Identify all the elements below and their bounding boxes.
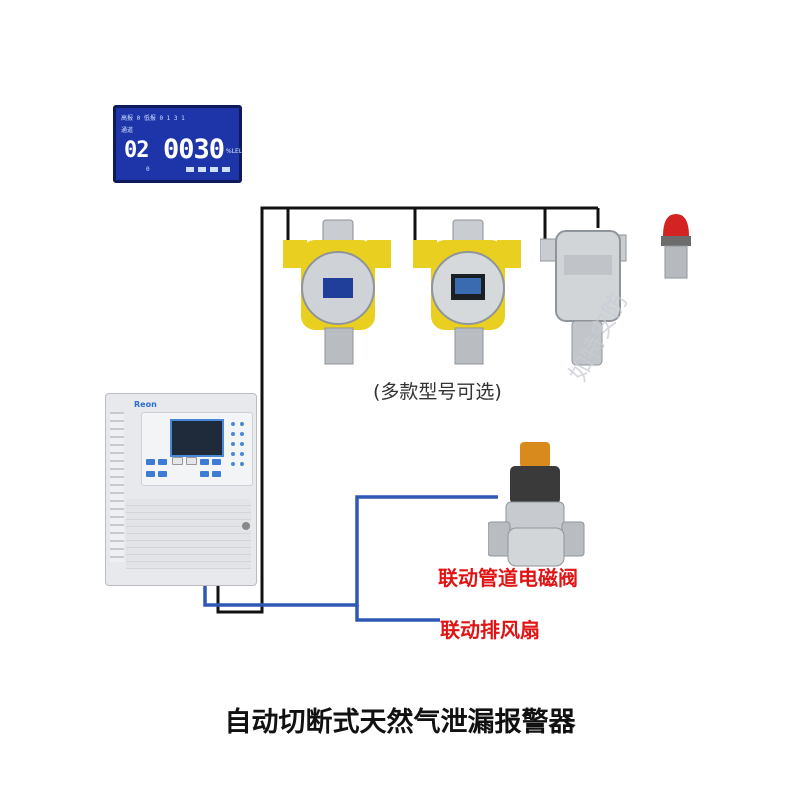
controller-brand: Reon	[134, 400, 157, 409]
fan-label: 联动排风扇	[440, 618, 540, 642]
alarm-beacon-icon	[661, 214, 691, 279]
lcd-status-line: 高报 0 低报 0 1 3 1	[121, 115, 185, 122]
controller-panel	[141, 412, 253, 486]
controller-lock-icon	[242, 522, 250, 530]
lcd-footer: 0	[146, 166, 150, 173]
lcd-reading: 0030	[163, 134, 225, 165]
controller-button[interactable]	[200, 459, 209, 465]
lcd-display: 高报 0 低报 0 1 3 1 通道 02 0030 %LEL 0	[113, 105, 242, 183]
controller-button[interactable]	[200, 471, 209, 477]
lcd-channel: 02	[124, 138, 149, 163]
controller-button[interactable]	[146, 459, 155, 465]
controller-lower-housing	[126, 499, 251, 569]
controller-vents	[110, 412, 124, 562]
relay-wire-fan	[355, 605, 440, 622]
controller-button[interactable]	[186, 457, 197, 465]
controller-button[interactable]	[146, 471, 155, 477]
lcd-unit: %LEL	[226, 148, 243, 155]
gas-detector-3	[540, 230, 627, 366]
lcd-indicator-icons	[186, 167, 230, 172]
controller-button[interactable]	[172, 457, 183, 465]
model-options-caption: (多款型号可选)	[373, 381, 502, 403]
controller-leds	[231, 422, 244, 466]
solenoid-valve-icon	[488, 442, 585, 567]
gas-detector-1	[283, 219, 391, 365]
controller-button[interactable]	[158, 471, 167, 477]
controller-screen	[170, 419, 224, 457]
controller-button[interactable]	[212, 459, 221, 465]
controller-button[interactable]	[212, 471, 221, 477]
valve-label: 联动管道电磁阀	[438, 566, 578, 590]
controller-button[interactable]	[158, 459, 167, 465]
gas-detector-2	[413, 219, 521, 365]
sensor-bus-wire	[216, 206, 598, 614]
alarm-controller: Reon	[105, 393, 257, 586]
lcd-channel-caption: 通道	[121, 127, 134, 134]
diagram-title: 自动切断式天然气泄漏报警器	[224, 707, 576, 738]
